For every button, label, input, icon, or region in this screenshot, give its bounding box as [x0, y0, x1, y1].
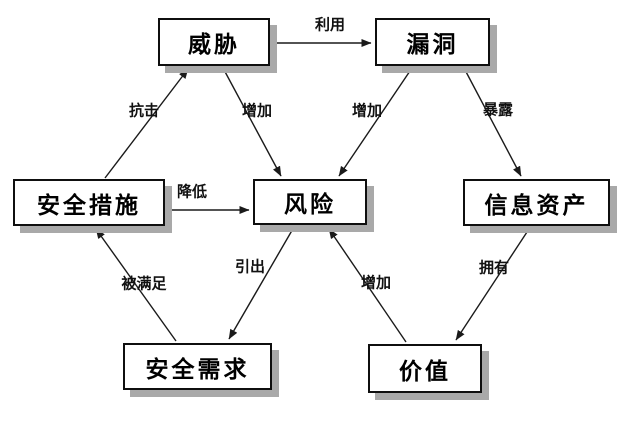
edge-lead-to-arrow — [228, 226, 295, 340]
node-information-assets: 信息资产 — [463, 179, 610, 226]
edge-resist-arrow — [104, 68, 189, 179]
node-security-measures: 安全措施 — [13, 179, 165, 226]
edge-label-expose: 暴露 — [482, 100, 514, 119]
node-threat: 威胁 — [158, 18, 270, 66]
edge-label-increase-by-vulnerability: 增加 — [351, 101, 383, 120]
edge-label-resist: 抗击 — [128, 101, 160, 120]
node-value: 价值 — [368, 344, 482, 393]
node-risk: 风险 — [253, 179, 367, 225]
edge-increase-by-value-arrow — [328, 228, 407, 343]
edge-label-increase-by-threat: 增加 — [241, 101, 273, 120]
edge-own-arrow — [455, 228, 530, 341]
edge-be-satisfied-arrow — [95, 228, 177, 342]
edge-label-lead-to: 引出 — [234, 257, 266, 276]
edge-increase-by-vulnerability-arrow — [338, 67, 413, 177]
edge-label-own: 拥有 — [478, 258, 510, 277]
node-vulnerability: 漏洞 — [375, 18, 490, 66]
edge-label-reduce: 降低 — [176, 182, 208, 201]
node-security-requirements: 安全需求 — [123, 343, 272, 390]
edge-increase-by-threat-arrow — [222, 67, 282, 177]
edge-label-be-satisfied: 被满足 — [121, 274, 167, 293]
edge-expose-arrow — [463, 67, 522, 177]
edge-label-exploit: 利用 — [314, 15, 346, 34]
edge-label-increase-by-value: 增加 — [360, 273, 392, 292]
